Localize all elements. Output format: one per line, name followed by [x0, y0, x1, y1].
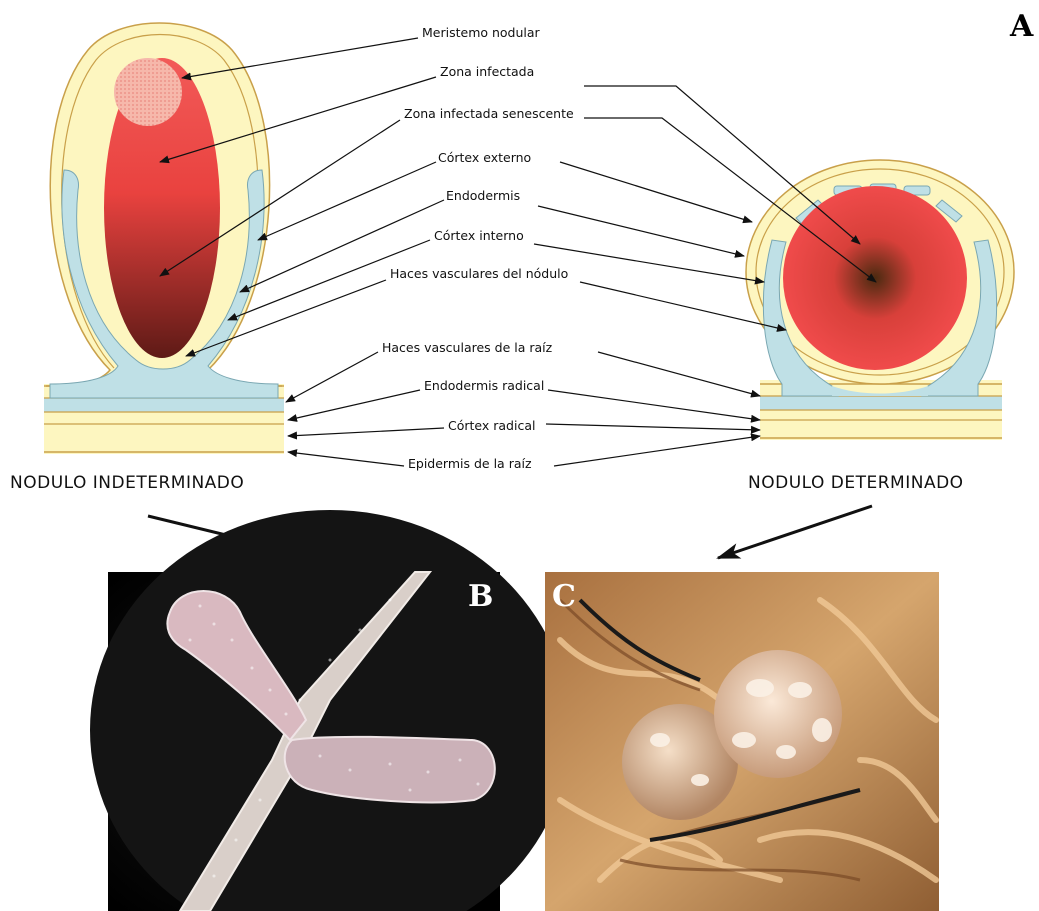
arrow-icon: [718, 506, 872, 558]
label-cortex-interno: Córtex interno: [434, 228, 524, 243]
label-meristemo-nodular: Meristemo nodular: [422, 25, 541, 40]
panel-label-b: B: [468, 579, 493, 614]
label-endodermis-radical: Endodermis radical: [424, 378, 544, 393]
panel-label-a: A: [1009, 9, 1034, 44]
nodule-determinate-illustration: [746, 160, 1014, 440]
label-epidermis-raiz: Epidermis de la raíz: [408, 456, 532, 471]
photo-c-illustration: C: [545, 572, 939, 911]
title-determinate: NODULO DETERMINADO: [748, 473, 964, 493]
nodule-indeterminate-illustration: [44, 23, 284, 454]
label-zona-infectada-senescente: Zona infectada senescente: [404, 106, 574, 121]
panel-label-c: C: [552, 579, 576, 614]
label-endodermis: Endodermis: [446, 188, 520, 203]
title-indeterminate: NODULO INDETERMINADO: [10, 473, 244, 493]
label-haces-vasculares-nodulo: Haces vasculares del nódulo: [390, 266, 568, 281]
label-cortex-externo: Córtex externo: [438, 150, 531, 165]
micrograph-b-illustration: B: [90, 510, 570, 911]
label-haces-vasculares-raiz: Haces vasculares de la raíz: [382, 340, 553, 355]
label-zona-infectada: Zona infectada: [440, 64, 534, 79]
label-cortex-radical: Córtex radical: [448, 418, 535, 433]
